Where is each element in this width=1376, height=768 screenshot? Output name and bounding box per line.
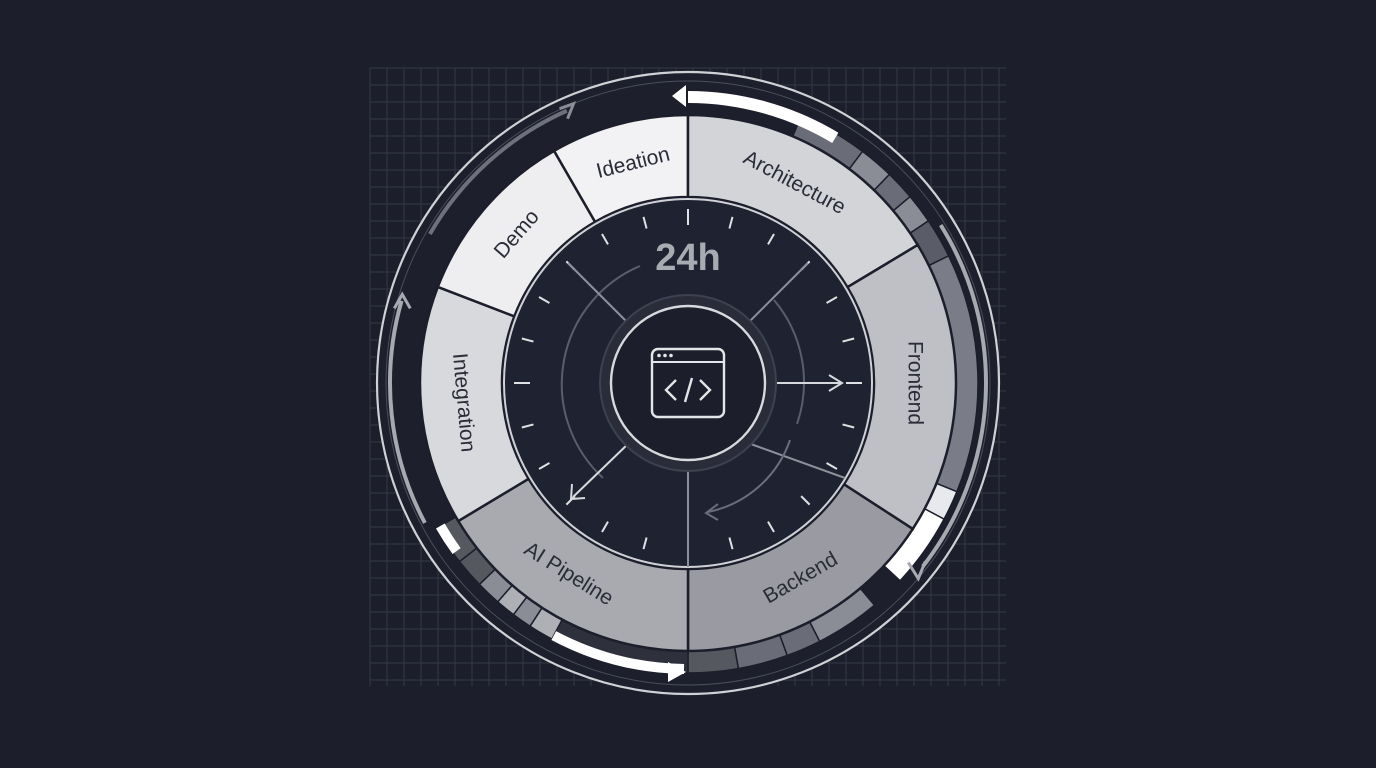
tick	[521, 337, 534, 343]
tick	[826, 296, 838, 304]
segment-demo	[436, 149, 597, 318]
progress-arrow-right	[921, 224, 988, 568]
progress-arrow-left-head	[392, 291, 412, 310]
tick	[538, 296, 550, 304]
tick	[601, 521, 609, 533]
spoke-top-left	[567, 262, 629, 324]
progress-arc-bottom-head	[668, 662, 686, 682]
tick	[728, 216, 734, 229]
inner-arc-left	[560, 265, 641, 479]
tick	[728, 537, 734, 550]
progress-arrows	[388, 85, 988, 682]
tick	[642, 537, 648, 550]
code-window-icon	[650, 347, 726, 419]
tick	[642, 216, 648, 229]
tick	[800, 495, 811, 506]
hours-label: 24h	[655, 237, 720, 279]
progress-arrow-top-left-head	[559, 101, 577, 120]
segment-label: Frontend	[903, 341, 926, 425]
tick	[538, 462, 550, 470]
tick	[767, 521, 775, 533]
arrow-right-head	[828, 374, 844, 392]
progress-dash-left	[435, 523, 461, 555]
progress-arrow-top-left	[428, 108, 568, 236]
spoke-top-right	[747, 262, 809, 324]
progress-arc-top-start	[672, 85, 686, 107]
tick	[767, 233, 775, 245]
inner-arc-right	[773, 299, 805, 425]
spoke-bottom-right	[747, 442, 846, 479]
arrow-down-left-shaft	[572, 441, 631, 498]
tick	[565, 495, 576, 506]
arrow-down-left-head	[569, 483, 586, 501]
tick	[842, 423, 855, 429]
progress-arc-top	[687, 91, 839, 143]
tick	[826, 462, 838, 470]
tick	[521, 423, 534, 429]
tick	[842, 337, 855, 343]
progress-arrow-right-head	[907, 560, 927, 582]
curved-arrow	[707, 439, 791, 513]
tick	[601, 233, 609, 245]
inner-outer-ring	[385, 80, 991, 686]
center-hub	[609, 304, 767, 462]
curved-arrow-head	[704, 503, 719, 521]
progress-arrow-left	[388, 300, 427, 524]
